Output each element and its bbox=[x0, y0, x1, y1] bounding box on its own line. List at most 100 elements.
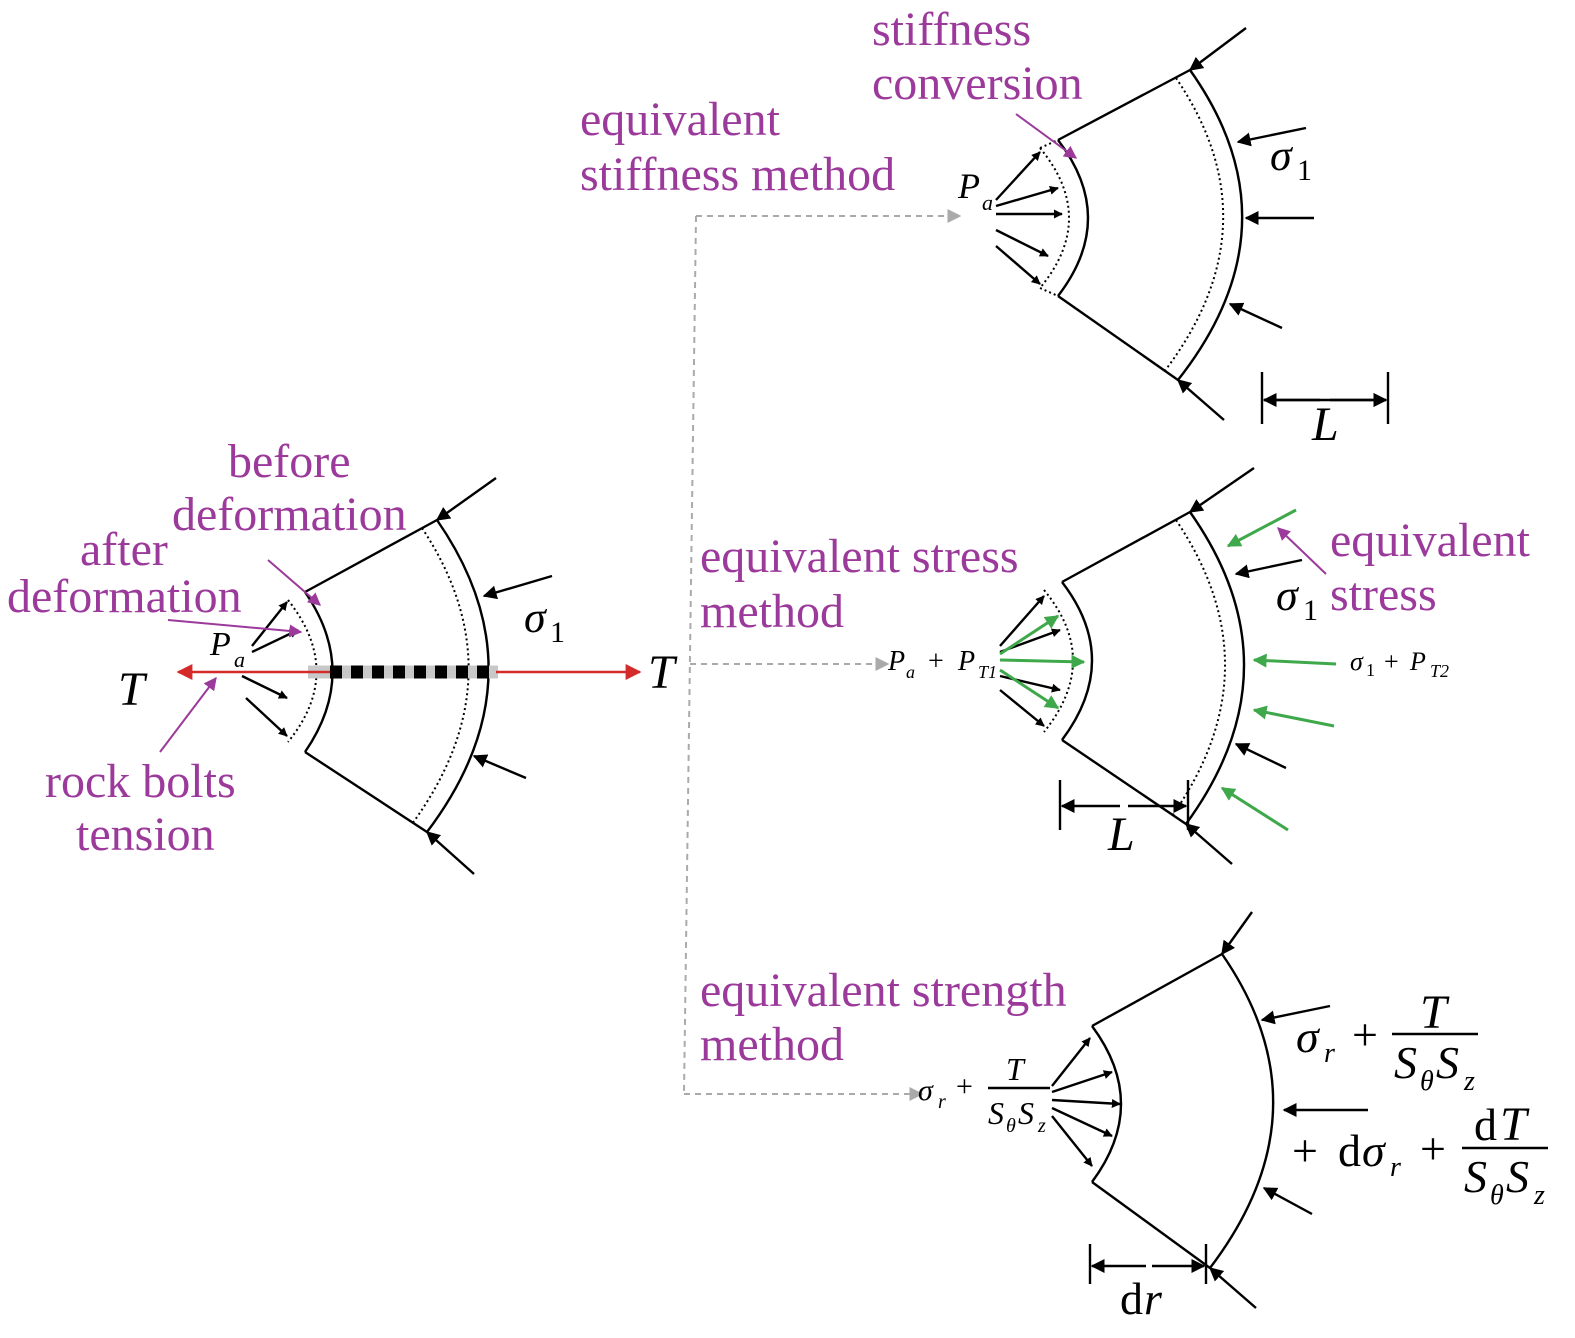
outer-load-arrow bbox=[1234, 558, 1303, 579]
plus-sign: + bbox=[1292, 1125, 1318, 1176]
p-letter: P bbox=[957, 166, 980, 206]
segment-lower-edge bbox=[1091, 1181, 1211, 1269]
symbol-pa-stiffness: P a bbox=[957, 166, 993, 215]
outer-load-arrow bbox=[1176, 379, 1225, 421]
pt-subscript: T2 bbox=[1430, 661, 1449, 681]
fraction-denominator-sub2: z bbox=[1533, 1180, 1545, 1211]
plus-sign: + bbox=[1420, 1123, 1446, 1174]
outer-load-arrow bbox=[1236, 126, 1307, 147]
plus-sign: + bbox=[1384, 647, 1399, 676]
fraction-denominator-s1: S bbox=[1464, 1151, 1487, 1202]
d-letter: d bbox=[1120, 1273, 1143, 1324]
fraction-denominator-s1: S bbox=[988, 1095, 1004, 1131]
pa-arrow bbox=[241, 674, 288, 700]
symbol-l-stiffness: L bbox=[1311, 398, 1339, 451]
pa-arrow bbox=[995, 151, 1041, 201]
fraction-numerator: T bbox=[1006, 1051, 1026, 1087]
pa-arrow bbox=[995, 185, 1059, 208]
outer-boundary-dotted bbox=[1163, 77, 1225, 373]
outer-load-arrow bbox=[472, 754, 527, 780]
original-segment bbox=[159, 477, 642, 875]
pt-letter: P bbox=[957, 646, 975, 677]
outer-load-arrow bbox=[425, 831, 475, 875]
inner-boundary-dotted bbox=[1043, 589, 1074, 733]
guide-trunk bbox=[683, 215, 697, 1095]
sigma-subscript: r bbox=[938, 1091, 946, 1113]
symbol-l-stress: L bbox=[1107, 808, 1135, 861]
symbol-dr: d r bbox=[1120, 1273, 1163, 1324]
pt-subscript: T1 bbox=[978, 662, 997, 682]
symbol-t-left: T bbox=[118, 663, 148, 716]
outer-load-arrow bbox=[1228, 302, 1283, 330]
inner-boundary-dotted bbox=[1039, 147, 1070, 289]
fraction-denominator-sub1: θ bbox=[1490, 1180, 1504, 1211]
segment-lower-edge bbox=[304, 750, 428, 834]
stiffness-method-segment bbox=[995, 27, 1390, 424]
pt-letter: P bbox=[1409, 647, 1426, 676]
p-subscript: a bbox=[906, 662, 915, 682]
segment-upper-edge bbox=[1061, 510, 1191, 584]
sigma-subscript: 1 bbox=[1366, 660, 1375, 680]
equivalent-stress-outer-arrow bbox=[1220, 786, 1289, 832]
pointer-before-deformation bbox=[267, 559, 321, 606]
outer-load-arrow bbox=[435, 477, 497, 521]
sigma-letter: σ bbox=[1296, 1011, 1321, 1062]
pointer-equivalent-stress bbox=[1277, 527, 1327, 575]
fraction-denominator-s2: S bbox=[1436, 1037, 1459, 1088]
outer-boundary-dotted bbox=[1171, 519, 1226, 817]
equivalent-stress-outer-arrow bbox=[1252, 653, 1337, 668]
outer-load-arrow bbox=[1208, 1267, 1257, 1309]
segment-lower-edge bbox=[1061, 739, 1187, 825]
fraction-denominator-sub2: z bbox=[1463, 1066, 1475, 1097]
outer-load-arrow bbox=[1262, 1186, 1313, 1216]
fraction-denominator-s1: S bbox=[1394, 1037, 1417, 1088]
outer-load-arrow bbox=[1188, 467, 1255, 513]
sigma-subscript: r bbox=[1390, 1152, 1401, 1183]
symbol-pa-plus-pt1: P a + P T1 bbox=[887, 646, 997, 682]
pa-arrow bbox=[999, 595, 1045, 647]
sigma-letter: σ bbox=[1270, 131, 1294, 180]
outer-load-arrow bbox=[1260, 1004, 1331, 1025]
segment-upper-edge bbox=[1091, 952, 1223, 1028]
r-letter: r bbox=[1144, 1273, 1163, 1324]
inner-boundary-before bbox=[287, 599, 318, 743]
stress-method-segment bbox=[999, 467, 1337, 865]
symbol-sigma1-left: σ 1 bbox=[524, 593, 565, 649]
segment-upper-edge bbox=[1057, 68, 1191, 142]
inner-load-arrow bbox=[1051, 1106, 1113, 1138]
symbol-sigma1-plus-pt2: σ 1 + P T2 bbox=[1350, 647, 1449, 681]
sigma-subscript: 1 bbox=[1303, 594, 1318, 627]
strength-method-segment bbox=[1051, 911, 1368, 1309]
fraction-denominator-s2: S bbox=[1018, 1095, 1034, 1131]
symbol-sigma1-stress: σ 1 bbox=[1276, 571, 1318, 627]
p-letter: P bbox=[209, 626, 231, 663]
inner-load-arrow bbox=[1051, 1098, 1121, 1109]
equivalent-stress-outer-arrow bbox=[1252, 705, 1335, 728]
fraction-denominator-s2: S bbox=[1506, 1151, 1529, 1202]
sigma-letter: σ bbox=[1350, 647, 1364, 676]
sigma-subscript: r bbox=[1324, 1038, 1335, 1069]
segment-lower-edge bbox=[1057, 295, 1179, 381]
equivalent-stress-outer-arrow bbox=[1226, 508, 1297, 548]
equivalent-stress-inner-arrow bbox=[999, 614, 1060, 656]
fraction-numerator: T bbox=[1500, 1098, 1530, 1151]
sigma-letter: σ bbox=[524, 593, 548, 642]
sigma-subscript: 1 bbox=[550, 616, 565, 649]
pointer-after-deformation bbox=[167, 619, 303, 638]
pa-arrow bbox=[995, 228, 1049, 258]
plus-sign: + bbox=[956, 1070, 973, 1103]
inner-boundary bbox=[1061, 581, 1094, 741]
pa-arrow bbox=[995, 245, 1041, 285]
inner-load-arrow bbox=[1051, 1070, 1113, 1094]
pa-arrow bbox=[251, 628, 299, 654]
formula-outer-strength: σ r + T S θ S z + d σ r + d T S θ S z bbox=[1292, 986, 1548, 1211]
sigma-letter: σ bbox=[918, 1074, 934, 1107]
pa-arrow bbox=[251, 601, 288, 647]
stiffness-conversion-zone-lower bbox=[1039, 287, 1059, 297]
outer-boundary bbox=[1209, 953, 1275, 1269]
